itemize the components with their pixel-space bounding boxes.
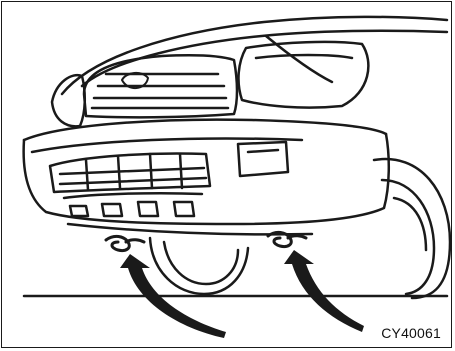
skid-plate (64, 193, 312, 234)
hood-outline (62, 17, 447, 94)
left-wheel (150, 238, 248, 294)
front-bumper (24, 120, 389, 224)
vehicle-front-illustration (2, 2, 453, 349)
grille (84, 55, 237, 117)
figure-frame: CY40061 (1, 1, 452, 348)
lower-grille (50, 154, 210, 193)
tow-hook-icon (106, 236, 144, 250)
right-wheel (374, 159, 450, 298)
headlight-right (239, 42, 369, 108)
fog-light (238, 142, 288, 176)
pointer-arrow-icon (284, 250, 364, 332)
figure-code: CY40061 (379, 325, 443, 341)
headlight-left (52, 75, 85, 126)
